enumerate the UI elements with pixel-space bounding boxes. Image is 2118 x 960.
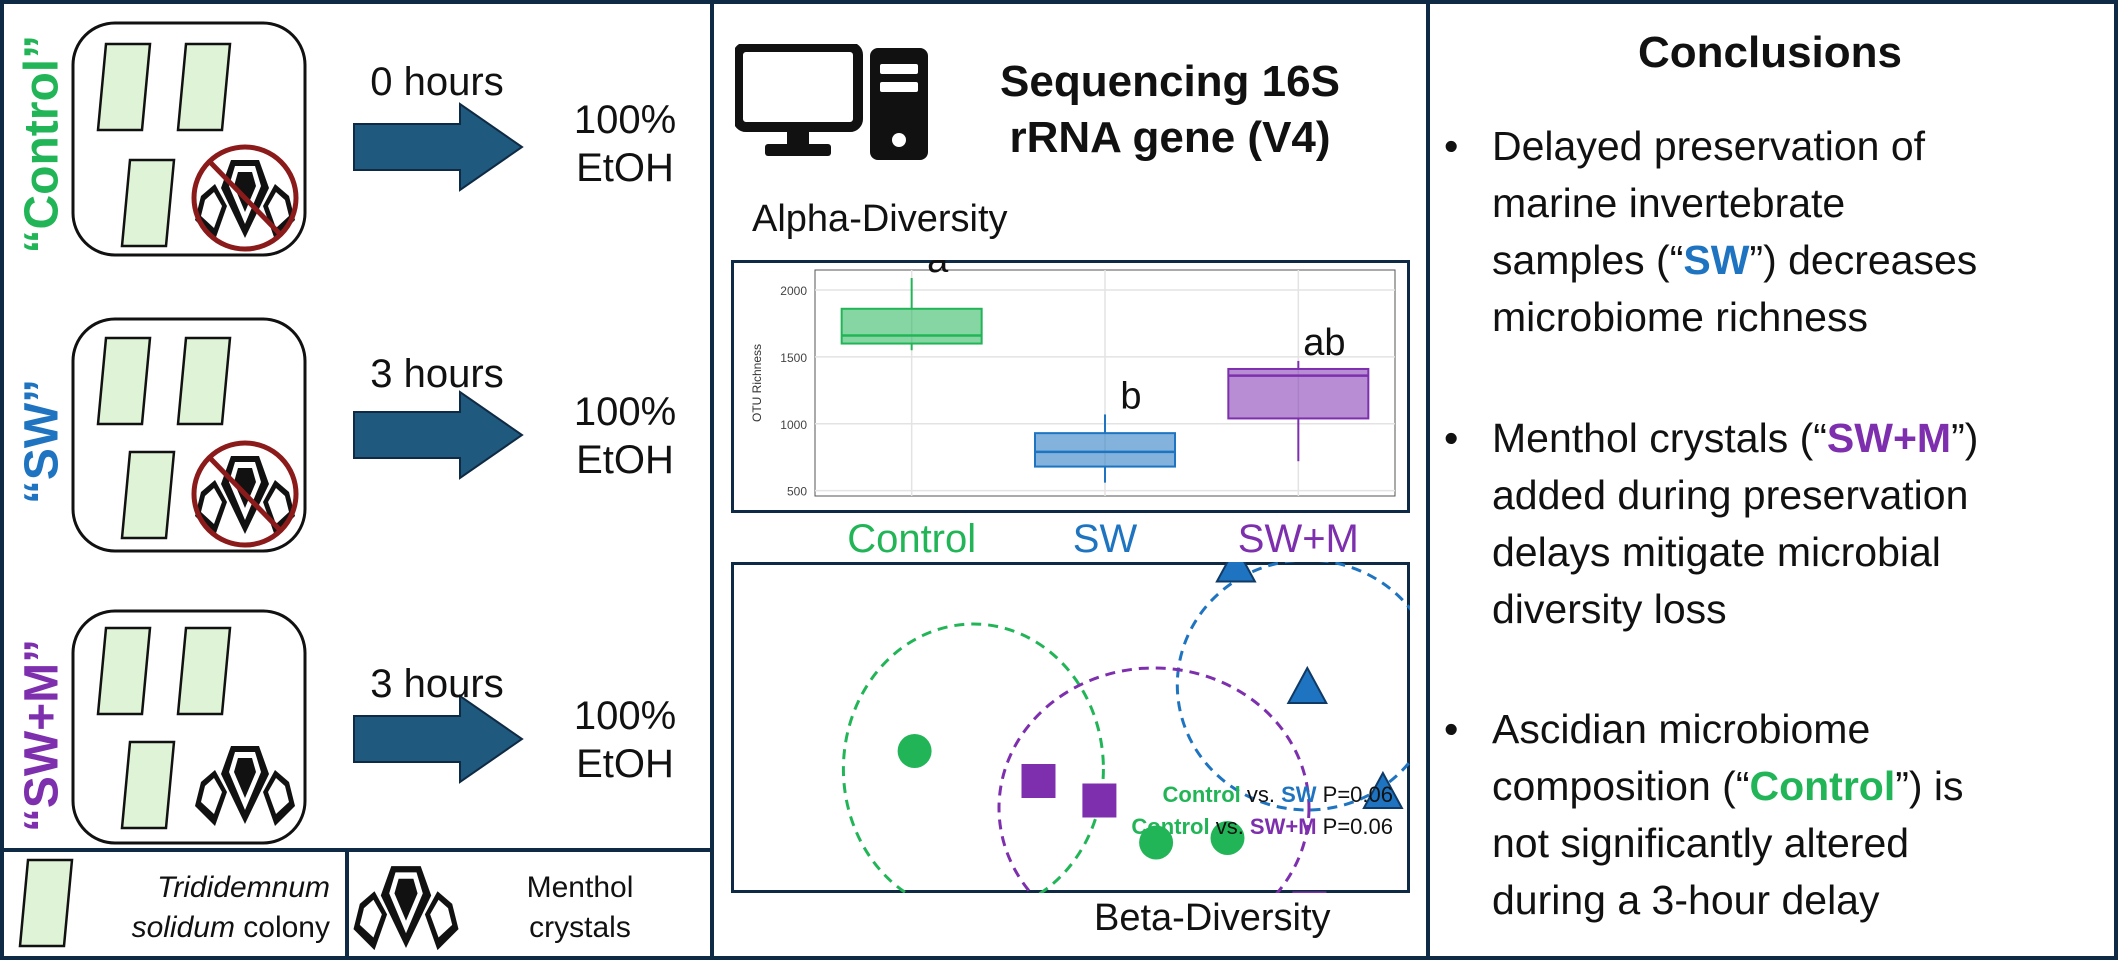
box: [1034, 432, 1176, 468]
computer-tower-icon: [870, 48, 928, 160]
pairwise-annotation: Control vs. SW+M P=0.06: [1131, 814, 1393, 839]
x-tick-label: Control: [847, 517, 976, 560]
scatter-point: [1215, 562, 1257, 583]
computer-icons: [735, 44, 928, 160]
colony-icon: [96, 336, 152, 426]
arrow-right-icon: [353, 102, 524, 192]
significance-letter: a: [927, 260, 949, 281]
hours-label: 0 hours: [370, 60, 504, 104]
legend-menthol-label: Menthol crystals: [526, 871, 634, 944]
colony-icon: [120, 450, 176, 540]
arrow-right-icon: [353, 390, 524, 480]
prohibited-icon: [191, 144, 299, 252]
legend-colony-label: Trididemnum solidum colony: [131, 871, 330, 944]
conclusions-title: Conclusions: [1637, 28, 1903, 77]
result-label: 100%EtOH: [573, 694, 677, 786]
conclusion-item: • Ascidian microbiome composition (“Cont…: [1444, 701, 2092, 929]
colony-icon: [96, 626, 152, 716]
box: [1227, 367, 1370, 420]
annotation-part: SW: [1281, 782, 1317, 807]
colony-icon: [176, 336, 232, 426]
pairwise-annotation: Control vs. SW P=0.06: [1163, 782, 1393, 807]
scatter-point: [897, 734, 932, 768]
colony-icon: [96, 42, 152, 132]
conclusion-item: • Delayed preservation of marine inverte…: [1444, 118, 2092, 346]
x-tick-label: SW+M: [1238, 517, 1359, 560]
scatter-point: [1210, 821, 1245, 855]
beta-diversity-label: Beta-Diversity: [1094, 897, 1331, 939]
annotation-part: Control: [1163, 782, 1241, 807]
hours-label: 3 hours: [370, 662, 504, 706]
colony-icon: [120, 158, 176, 248]
legend-icons: [18, 858, 459, 951]
colony-icon: [120, 740, 176, 830]
computer-monitor-icon: [735, 44, 863, 156]
scatter-point: [1292, 891, 1327, 893]
menthol-crystal-icon: [353, 866, 459, 951]
conclusion-item: • Menthol crystals (“SW+M”) added during…: [1444, 410, 2092, 638]
beta-diversity-chart-frame: [731, 562, 1410, 893]
prohibited-icon: [191, 440, 299, 548]
annotation-part: SW+M: [1250, 814, 1317, 839]
annotation-part: vs.: [1241, 782, 1281, 807]
significance-letter: ab: [1303, 322, 1345, 364]
x-tick-label: SW: [1073, 517, 1138, 560]
legend-divider: [345, 848, 349, 960]
scatter-point: [1021, 764, 1056, 798]
colony-icon: [176, 626, 232, 716]
arrow-right-icon: [353, 694, 524, 784]
scatter-point: [1082, 783, 1117, 818]
scatter-point: [1362, 770, 1404, 809]
bullet-icon: •: [1444, 415, 1459, 461]
alpha-diversity-label: Alpha-Diversity: [752, 198, 1008, 240]
bullet-icon: •: [1444, 123, 1459, 169]
legend-panel: [0, 848, 714, 960]
sequencing-title: Sequencing 16S rRNA gene (V4): [1000, 57, 1340, 162]
y-tick-label: 1500: [780, 351, 807, 365]
colony-icon: [18, 858, 74, 948]
group-ellipse: [997, 666, 1311, 893]
group-ellipse: [1175, 562, 1410, 812]
sample-boxes: [71, 21, 524, 845]
conclusions-panel: [1426, 0, 2118, 960]
colony-icon: [176, 42, 232, 132]
annotation-part: Control: [1131, 814, 1209, 839]
result-label: 100%EtOH: [573, 390, 677, 482]
hours-label: 3 hours: [370, 352, 504, 396]
annotation-part: P=0.06: [1317, 814, 1393, 839]
group-ellipse: [841, 622, 1105, 893]
annotation-part: P=0.06: [1317, 782, 1393, 807]
result-label: 100%EtOH: [573, 98, 677, 190]
scatter-point: [1139, 825, 1174, 860]
box: [840, 307, 983, 345]
significance-letter: b: [1120, 375, 1141, 417]
bullet-icon: •: [1444, 706, 1459, 752]
y-axis-label: OTU Richness: [750, 344, 764, 422]
y-tick-label: 2000: [780, 284, 807, 298]
y-tick-label: 1000: [780, 418, 807, 432]
scatter-point: [1286, 665, 1328, 704]
y-tick-label: 500: [787, 485, 807, 499]
annotation-part: vs.: [1210, 814, 1250, 839]
